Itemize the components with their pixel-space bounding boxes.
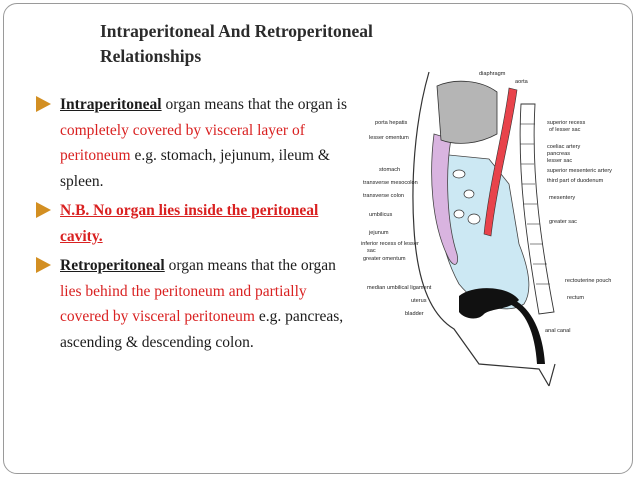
label-inferior-recess: inferior recess of lesser (361, 241, 419, 247)
label-median-umbilical-ligament: median umbilical ligament (367, 285, 432, 291)
label-bladder: bladder (405, 311, 424, 317)
text-segment: organ means that the organ is (161, 96, 347, 113)
label-uterus: uterus (411, 298, 427, 304)
bullet-arrow-icon (36, 257, 51, 273)
label-greater-sac: greater sac (549, 219, 577, 225)
label-jejunum: jejunum (368, 230, 389, 236)
label-pancreas: pancreas (547, 151, 570, 157)
term-intraperitoneal: Intraperitoneal (60, 96, 162, 113)
highlight-text: lies behind the peritoneum and partially… (60, 282, 307, 326)
label-coeliac-artery: coeliac artery (547, 144, 580, 150)
highlight-text: completely covered by visceral layer of … (60, 121, 305, 165)
label-lesser-sac: lesser sac (547, 158, 572, 164)
text-segment: organ means that the organ (164, 257, 336, 274)
text-segment: e.g. pancreas, ascending & descending co… (60, 308, 344, 351)
body-outline (412, 71, 556, 387)
note-text: N.B. No organ lies inside the peritoneal… (60, 202, 319, 245)
label-transverse-mesocolon: transverse mesocolon (363, 180, 418, 186)
aorta-shape (483, 87, 518, 237)
label-transverse-colon: transverse colon (363, 193, 404, 199)
label-anal-canal: anal canal (545, 328, 571, 334)
slide-body: Intraperitoneal organ means that the org… (30, 92, 352, 359)
spine-shape (519, 103, 555, 315)
vertebrae-lines (520, 123, 550, 285)
bullet-note: N.B. No organ lies inside the peritoneal… (30, 198, 352, 249)
bullet-arrow-icon (36, 96, 51, 112)
label-third-part-duodenum: third part of duodenum (547, 178, 604, 184)
label-greater-omentum: greater omentum (363, 256, 406, 262)
bullet-intraperitoneal: Intraperitoneal organ means that the org… (30, 92, 352, 194)
label-superior-recess: superior recess (547, 120, 585, 126)
title-line-2: Relationships (100, 46, 202, 66)
liver-shape (436, 80, 498, 144)
label-superior-mesenteric-artery: superior mesenteric artery (547, 168, 612, 174)
label-mesentery: mesentery (549, 195, 575, 201)
label-rectum: rectum (567, 295, 584, 301)
diagram-labels: diaphragm aorta porta hepatis lesser ome… (361, 71, 612, 334)
label-diaphragm: diaphragm (479, 71, 506, 77)
term-retroperitoneal: Retroperitoneal (60, 257, 165, 274)
peritoneum-diagram: diaphragm aorta porta hepatis lesser ome… (361, 71, 612, 387)
bullet-retroperitoneal: Retroperitoneal organ means that the org… (30, 253, 352, 355)
slide-title: Intraperitoneal And Retroperitoneal Rela… (100, 19, 500, 69)
label-aorta: aorta (515, 79, 529, 85)
label-rectouterine-pouch: rectouterine pouch (565, 278, 611, 284)
uterus-bladder-shape (459, 288, 519, 319)
label-umbilicus: umbilicus (369, 212, 393, 218)
label-lesser-omentum: lesser omentum (369, 135, 409, 141)
title-line-1: Intraperitoneal And Retroperitoneal (100, 21, 373, 41)
label-stomach: stomach (379, 167, 400, 173)
bowel-loops (452, 169, 481, 225)
label-of-lesser-sac: of lesser sac (549, 127, 581, 133)
label-porta-hepatis: porta hepatis (375, 120, 408, 126)
text-segment: e.g. stomach, jejunum, ileum & spleen. (60, 147, 330, 190)
slide: Intraperitoneal And Retroperitoneal Rela… (3, 3, 633, 474)
label-sac: sac (367, 248, 376, 254)
rectum-shape (509, 300, 545, 364)
lesser-sac-layer (431, 133, 458, 265)
bullet-arrow-icon (36, 202, 51, 218)
